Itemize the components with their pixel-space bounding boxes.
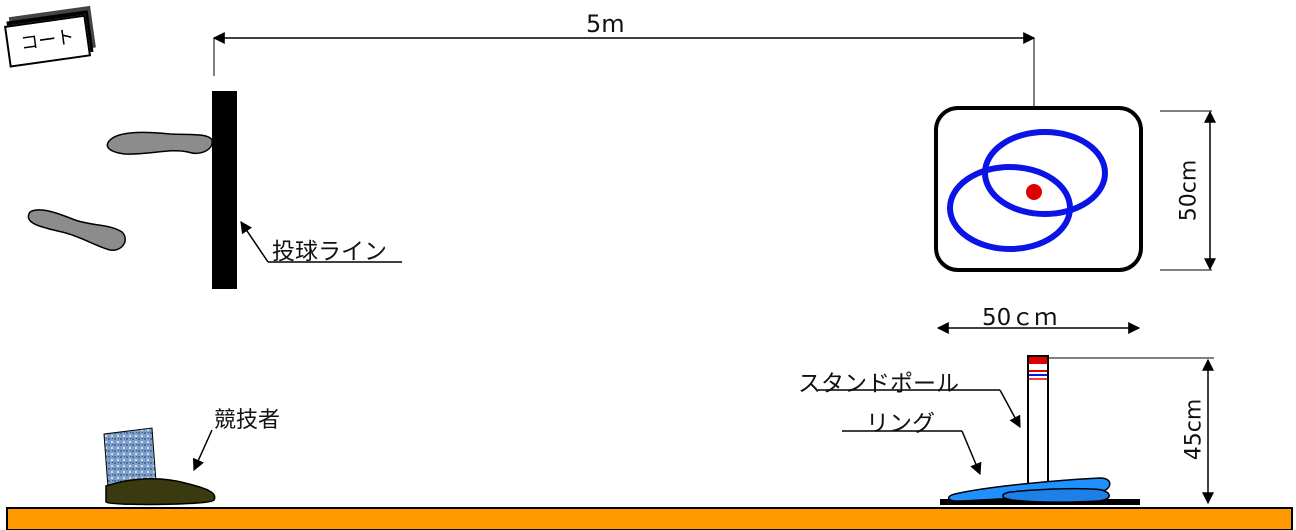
target-height-dimension xyxy=(1160,110,1216,271)
footprint-bottom xyxy=(27,209,126,251)
target-width-label: 50ｃｍ xyxy=(982,305,1058,331)
pole-height-dimension xyxy=(1046,357,1214,505)
distance-dimension xyxy=(212,32,1036,192)
ring-pointer xyxy=(842,430,982,476)
throw-line-pointer xyxy=(240,221,402,263)
rings-top-view xyxy=(947,129,1108,252)
distance-label: 5m xyxy=(586,10,625,38)
throw-line-label: 投球ライン xyxy=(272,239,387,265)
competitor-figure xyxy=(103,427,216,506)
throw-line xyxy=(212,91,237,289)
competitor-label: 競技者 xyxy=(214,408,281,433)
stand-pole xyxy=(1027,355,1049,485)
rings-side-view xyxy=(940,477,1140,505)
ring-label: リング xyxy=(866,411,935,437)
target-height-label: 50cm xyxy=(1176,159,1202,222)
competitor-pointer xyxy=(192,429,213,472)
center-dot xyxy=(1026,184,1042,200)
stand-pole-label: スタンドポール xyxy=(798,371,959,397)
floor xyxy=(6,507,1293,530)
pole-height-label: 45cm xyxy=(1181,398,1207,461)
footprint-top xyxy=(106,131,213,155)
stand-pole-pointer xyxy=(818,389,1021,429)
